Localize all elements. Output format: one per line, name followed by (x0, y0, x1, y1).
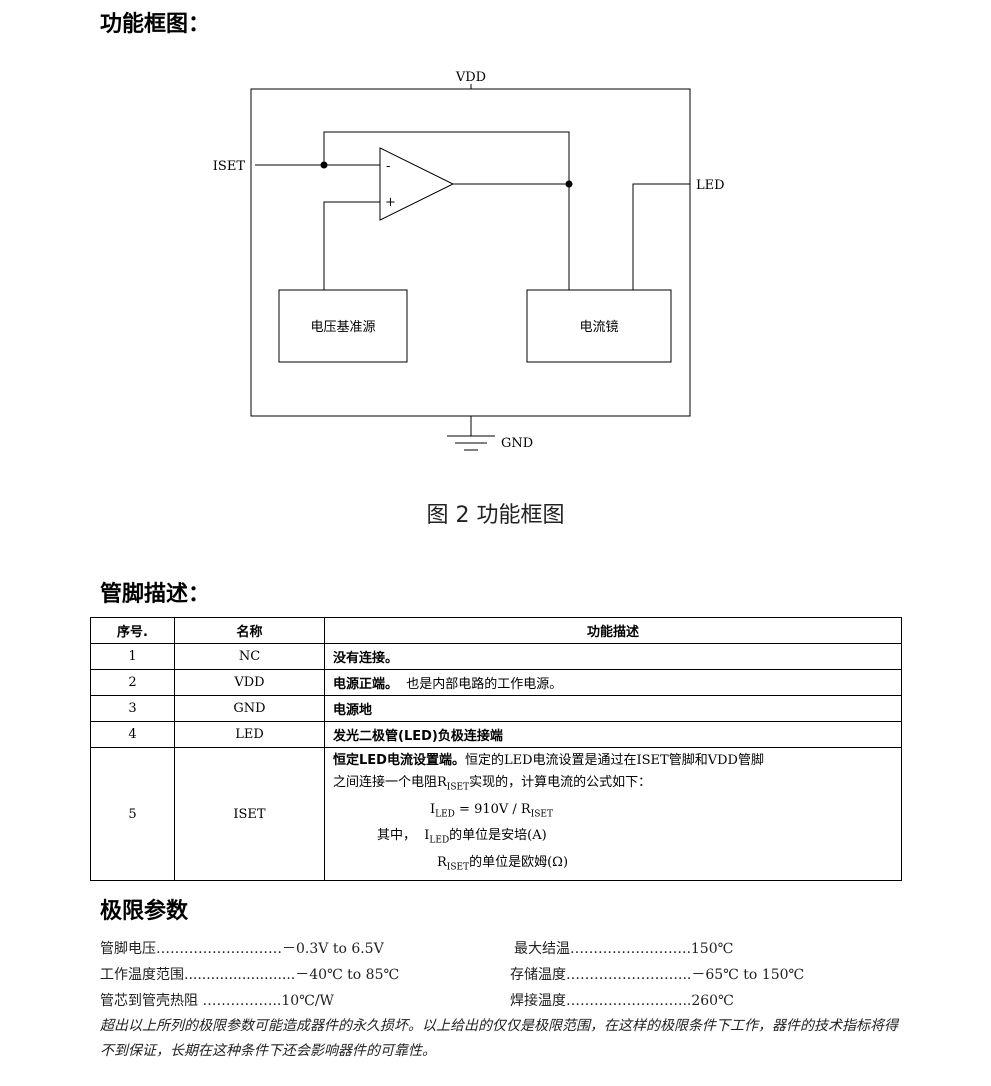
subscript: ISET (530, 809, 553, 820)
pin-name: GND (174, 695, 325, 722)
ref-wire (323, 201, 380, 290)
table-row: 5 ISET 恒定LED电流设置端。恒定的LED电流设置是通过在ISET管脚和V… (90, 746, 902, 882)
mirror-block-label: 电流镜 (579, 320, 618, 335)
figure-caption: 图 2 功能框图 (426, 503, 565, 528)
text: = 910V / R (454, 801, 531, 817)
pin-desc-bold: 没有连接。 (333, 651, 399, 666)
gnd-label: GND (501, 436, 533, 451)
table-row: 1 NC 没有连接。 (90, 643, 902, 670)
col-header-name: 名称 (174, 617, 325, 644)
pin-desc-text: 恒定的LED电流设置是通过在ISET管脚和VDD管脚 (464, 753, 764, 768)
pin-desc-bold: 电源地 (333, 703, 373, 718)
opamp-plus: + (385, 195, 396, 210)
subscript: LED (435, 809, 455, 820)
limit-item: 存储温度……………………...－65℃ to 150℃ (510, 967, 805, 983)
block-diagram: VDD ISET LED GND - + 电压基准源 电流镜 (213, 70, 725, 451)
table-row: 4 LED 发光二极管(LED)负极连接端 (90, 721, 902, 748)
table-row: 2 VDD 电源正端。 也是内部电路的工作电源。 (90, 669, 902, 696)
text: 之间连接一个电阻R (333, 775, 447, 790)
pin-desc: 没有连接。 (324, 643, 902, 670)
section-title-limits: 极限参数 (100, 899, 189, 924)
pin-desc-bold: 发光二极管(LED)负极连接端 (333, 729, 503, 744)
text: R (437, 854, 447, 870)
section-title-block-diagram: 功能框图： (100, 12, 211, 37)
opamp-minus: - (386, 159, 390, 174)
pin-no: 5 (90, 746, 175, 882)
iset-desc-line-1: 恒定LED电流设置端。恒定的LED电流设置是通过在ISET管脚和VDD管脚 (333, 750, 893, 772)
pin-name: ISET (174, 746, 325, 882)
pin-desc: 发光二极管(LED)负极连接端 (324, 721, 902, 748)
pin-name: NC (174, 643, 325, 670)
subscript: ISET (446, 862, 470, 873)
col-header-no: 序号. (90, 617, 175, 644)
led-label: LED (696, 178, 725, 193)
table-header-row: 序号. 名称 功能描述 (90, 617, 902, 644)
limit-item: 管芯到管壳热阻 ……………..10℃/W (100, 993, 334, 1009)
section-title-pins: 管脚描述： (100, 582, 211, 607)
feedback-wire (323, 131, 570, 290)
col-header-desc: 功能描述 (324, 617, 902, 644)
iset-label: ISET (213, 159, 246, 174)
output-junction-dot (565, 180, 573, 188)
text: I (430, 801, 436, 817)
pin-desc: 电源地 (324, 695, 902, 722)
limits-note: 超出以上所列的极限参数可能造成器件的永久损坏。以上给出的仅仅是极限范围，在这样的… (100, 1018, 898, 1059)
vdd-label: VDD (455, 70, 486, 85)
unit-line-2: RISET的单位是欧姆(Ω) (333, 852, 893, 879)
pin-desc-bold: 恒定LED电流设置端。 (333, 753, 465, 768)
text: 的单位是欧姆(Ω) (469, 854, 569, 870)
pin-no: 2 (90, 669, 175, 696)
table-row: 3 GND 电源地 (90, 695, 902, 722)
pin-no: 3 (90, 695, 175, 722)
pin-desc-bold: 电源正端。 (333, 677, 399, 692)
iset-junction-dot (320, 161, 328, 169)
text: 其中， I (377, 828, 430, 844)
pin-name: LED (174, 721, 325, 748)
pin-table: 序号. 名称 功能描述 1 NC 没有连接。 2 VDD 电源正端。 也是内部电… (90, 617, 902, 882)
text: 实现的，计算电流的公式如下： (469, 775, 652, 790)
iset-desc-line-2: 之间连接一个电阻RISET实现的，计算电流的公式如下： (333, 772, 893, 799)
pin-desc: 恒定LED电流设置端。恒定的LED电流设置是通过在ISET管脚和VDD管脚 之间… (324, 746, 902, 882)
pin-no: 1 (90, 643, 175, 670)
limit-item: 焊接温度……………………...260℃ (510, 993, 734, 1009)
limit-item: 最大结温……………………..150℃ (514, 941, 734, 957)
chip-outline (250, 88, 691, 417)
ref-block (278, 289, 408, 363)
text: 的单位是安培(A) (449, 828, 547, 844)
pin-no: 4 (90, 721, 175, 748)
opamp-symbol (379, 147, 455, 221)
limit-item: 管脚电压………………………－0.3V to 6.5V (100, 941, 384, 957)
subscript: LED (429, 835, 450, 846)
pin-desc: 电源正端。 也是内部电路的工作电源。 (324, 669, 902, 696)
formula: ILED = 910V / RISET (333, 799, 893, 826)
subscript: ISET (446, 782, 470, 793)
pin-desc-text: 也是内部电路的工作电源。 (398, 677, 563, 692)
pin-name: VDD (174, 669, 325, 696)
unit-line-1: 其中， ILED的单位是安培(A) (333, 825, 893, 852)
led-wire (632, 183, 690, 290)
ref-block-label: 电压基准源 (310, 320, 375, 335)
mirror-block (526, 289, 672, 363)
limit-item: 工作温度范围.........................－40℃ to 8… (100, 967, 400, 983)
